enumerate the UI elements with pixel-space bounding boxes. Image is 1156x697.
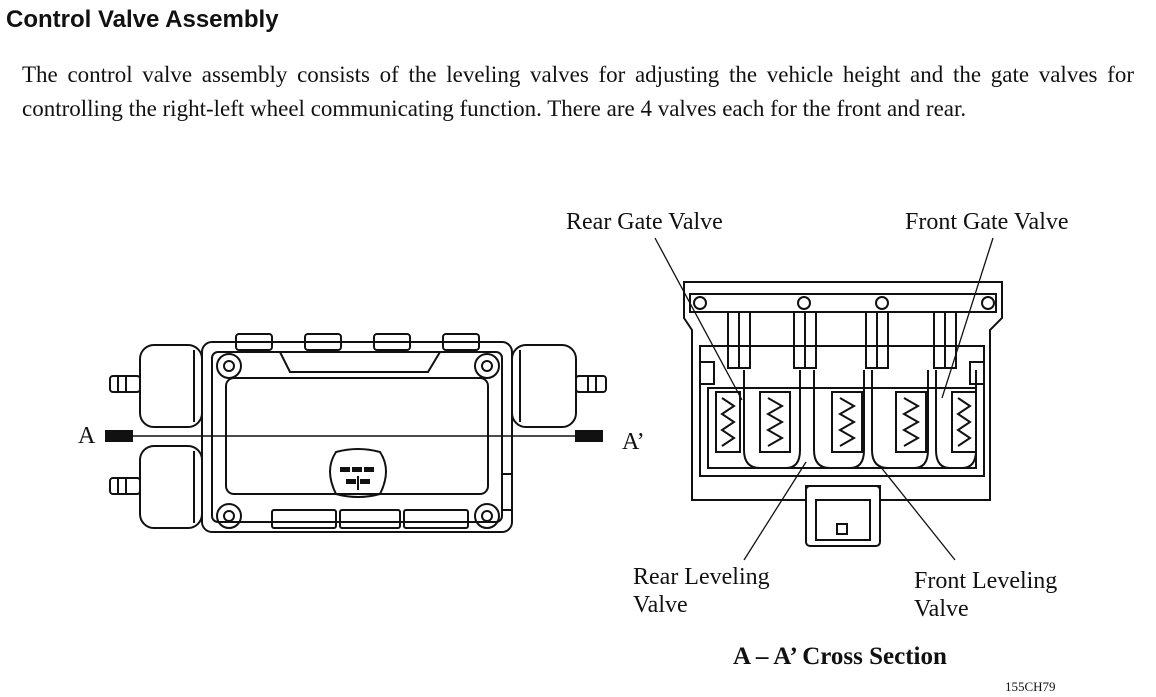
label-rear-gate-valve: Rear Gate Valve <box>566 209 723 235</box>
figure-code: 155CH79 <box>1005 679 1056 694</box>
label-rear-leveling-line1: Rear Leveling <box>633 564 770 590</box>
label-front-leveling-valve: Front Leveling Valve <box>914 567 1057 623</box>
label-front-leveling-line2: Valve <box>914 596 969 622</box>
section-paragraph: The control valve assembly consists of t… <box>22 62 1134 121</box>
label-front-leveling-line1: Front Leveling <box>914 568 1058 594</box>
assembly-top-view <box>109 333 607 533</box>
section-marker-a: A <box>78 423 96 449</box>
section-line <box>105 430 603 442</box>
label-rear-leveling-line2: Valve <box>633 592 688 618</box>
section-marker-a-prime: A’ <box>622 429 645 455</box>
label-front-gate-valve: Front Gate Valve <box>905 209 1069 235</box>
cross-section-view <box>654 237 1003 561</box>
section-title: Control Valve Assembly <box>6 6 279 33</box>
label-rear-leveling-valve: Rear Leveling Valve <box>633 563 770 619</box>
figure-caption: A – A’ Cross Section <box>733 643 947 670</box>
